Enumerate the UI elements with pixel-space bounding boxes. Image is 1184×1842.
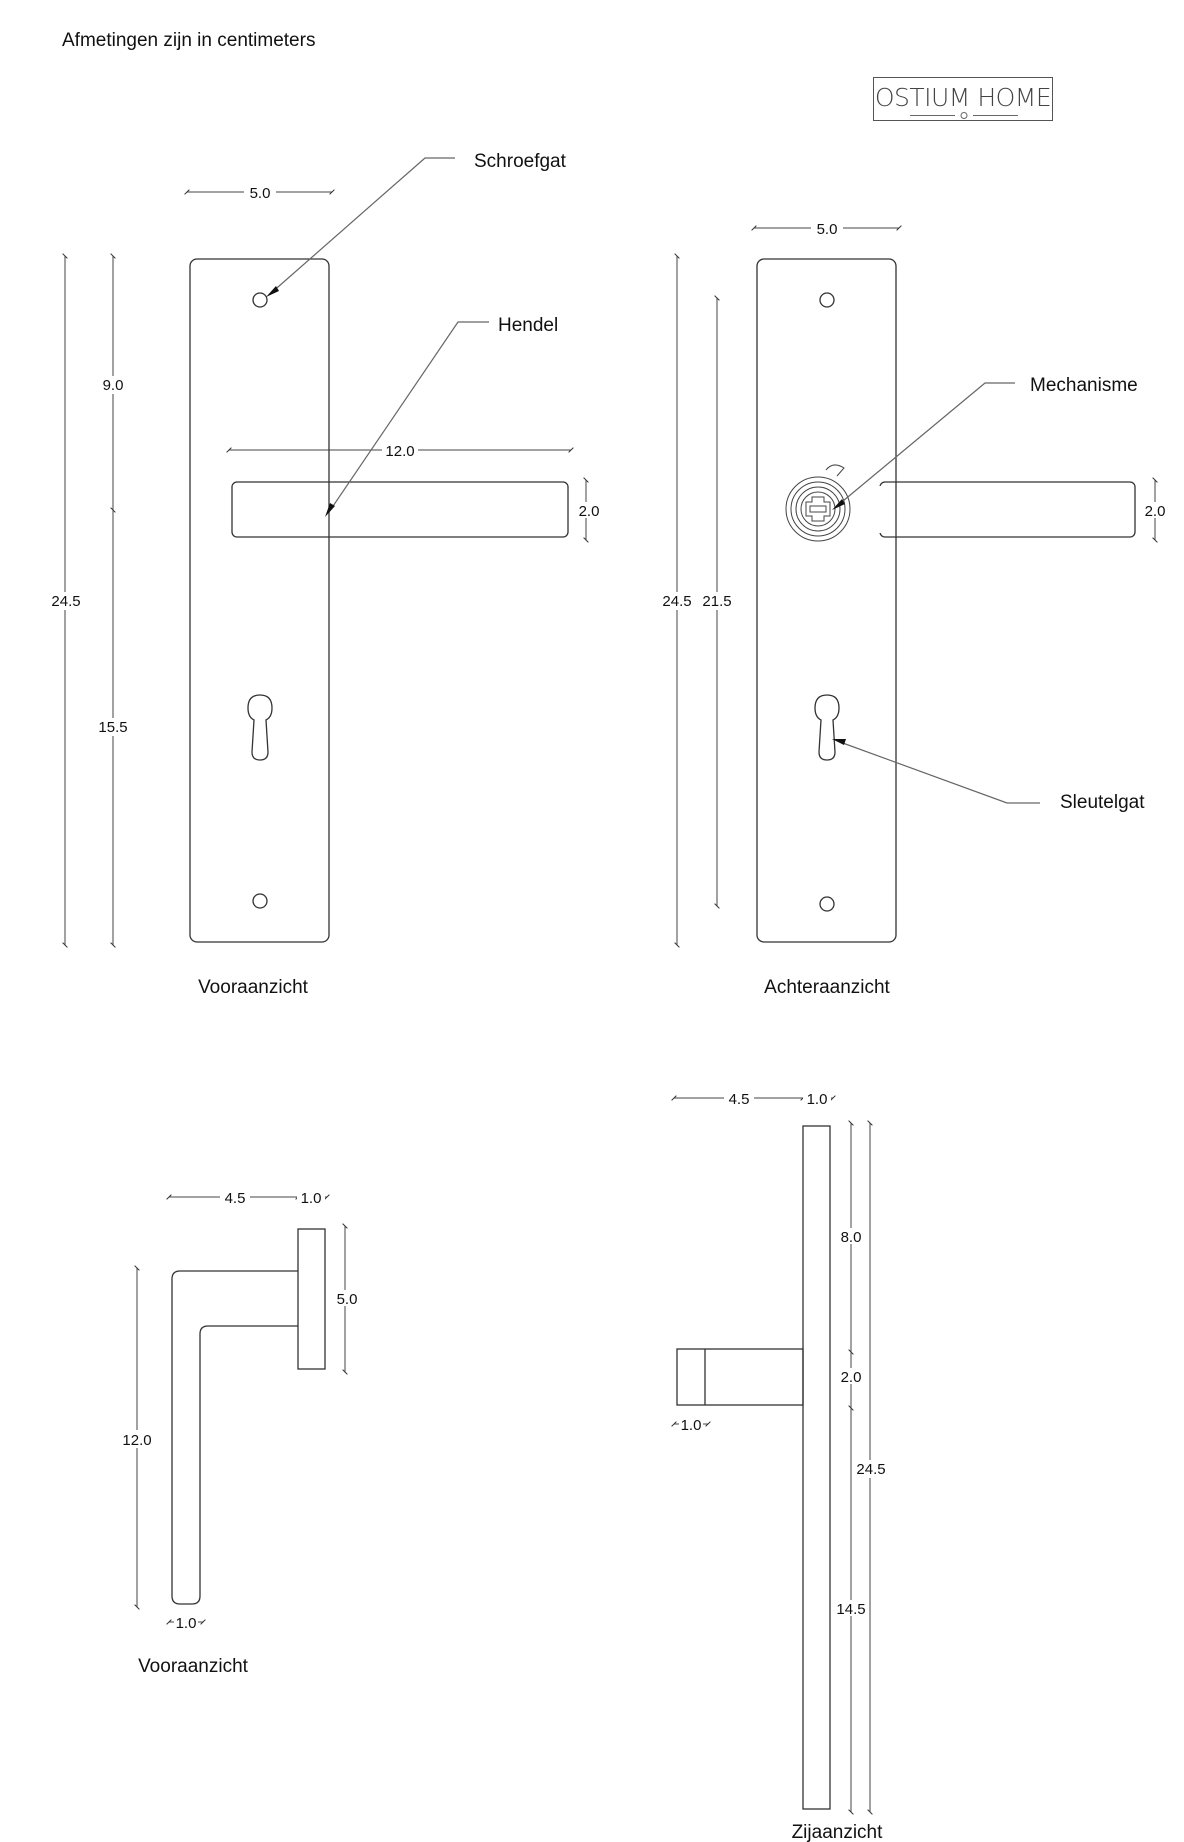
lever-front-caption: Vooraanzicht <box>138 1656 249 1677</box>
back-height-dim: 24.5 <box>662 593 691 610</box>
front-lever-length-dim: 12.0 <box>385 443 414 460</box>
front-backplate <box>189 258 330 943</box>
lever-rose-height-dim: 5.0 <box>337 1291 358 1308</box>
lever-length-dim: 12.0 <box>122 1432 151 1449</box>
front-screw-hole-bottom <box>252 893 268 909</box>
side-upper-dim: 8.0 <box>841 1229 862 1246</box>
front-lever-height-dim: 2.0 <box>579 503 600 520</box>
front-lower-dim: 15.5 <box>98 719 127 736</box>
front-view: 5.0 24.5 9.0 15.5 12.0 2.0 Schroefgat He… <box>48 151 602 998</box>
callout-keyhole: Sleutelgat <box>1060 792 1145 813</box>
front-view-caption: Vooraanzicht <box>198 977 309 998</box>
side-reach-dim: 4.5 <box>729 1091 750 1108</box>
mechanism-rose <box>785 464 851 542</box>
lever-thickness-dim: 1.0 <box>176 1615 197 1632</box>
side-view: 4.5 1.0 8.0 2.0 14.5 24.5 1.0 Zijaanzich… <box>671 1090 890 1842</box>
back-lever-height-dim: 2.0 <box>1145 503 1166 520</box>
logo-ornament-icon <box>910 112 1018 119</box>
brand-logo: OSTIUM HOME <box>873 77 1053 121</box>
back-screw-hole-top <box>819 292 835 308</box>
front-screw-hole-top <box>252 292 268 308</box>
lever-reach-dim: 4.5 <box>225 1190 246 1207</box>
side-backplate <box>802 1125 831 1810</box>
side-lever-depth-dim: 1.0 <box>681 1417 702 1434</box>
back-view-caption: Achteraanzicht <box>764 977 890 998</box>
back-screw-hole-bottom <box>819 896 835 912</box>
back-view: 5.0 24.5 21.5 2.0 Mechanisme Sleutelgat … <box>660 219 1169 998</box>
front-upper-dim: 9.0 <box>103 377 124 394</box>
front-height-dim: 24.5 <box>51 593 80 610</box>
lever-rose-depth-dim: 1.0 <box>301 1190 322 1207</box>
side-plate-depth-dim: 1.0 <box>807 1091 828 1108</box>
side-total-dim: 24.5 <box>856 1461 885 1478</box>
side-lever <box>676 1348 804 1406</box>
back-lever <box>879 481 1136 538</box>
front-width-dim: 5.0 <box>250 185 271 202</box>
callout-lever: Hendel <box>498 315 558 336</box>
lever-front-view: 4.5 1.0 5.0 12.0 1.0 Vooraanzicht <box>120 1189 360 1677</box>
back-width-dim: 5.0 <box>817 221 838 238</box>
lever-rose <box>297 1228 326 1370</box>
page-title: Afmetingen zijn in centimeters <box>62 30 316 51</box>
back-keyhole <box>814 694 840 761</box>
side-lower-dim: 14.5 <box>836 1601 865 1618</box>
front-keyhole <box>247 694 273 761</box>
callout-mechanism: Mechanisme <box>1030 375 1138 396</box>
callout-screw-hole: Schroefgat <box>474 151 567 172</box>
lever-profile <box>171 1270 298 1605</box>
side-view-caption: Zijaanzicht <box>792 1822 884 1842</box>
back-inner-height-dim: 21.5 <box>702 593 731 610</box>
logo-text: OSTIUM HOME <box>874 83 1052 112</box>
front-lever <box>231 481 569 538</box>
back-backplate <box>756 258 897 943</box>
side-lever-dim: 2.0 <box>841 1369 862 1386</box>
